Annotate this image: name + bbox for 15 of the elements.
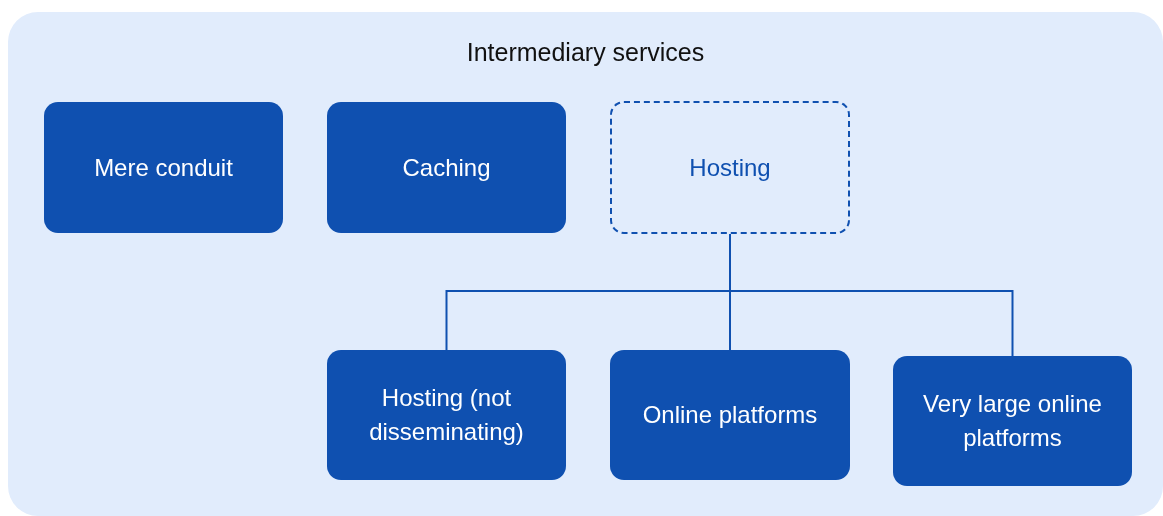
group-panel — [8, 12, 1163, 516]
box-label: Mere conduit — [94, 152, 233, 183]
category-box — [44, 102, 283, 233]
category-box — [893, 356, 1132, 486]
box-label: Very large online platforms — [922, 389, 1103, 453]
box-label: Hosting (not disseminating) — [368, 383, 525, 447]
category-box — [327, 350, 566, 480]
box-label: Hosting — [689, 152, 771, 183]
box-label: Online platforms — [642, 400, 818, 431]
connector-line — [729, 233, 1014, 357]
category-box — [327, 102, 566, 233]
box-label: Caching — [402, 152, 491, 183]
category-box — [610, 350, 850, 480]
panel-heading: Intermediary services — [465, 38, 706, 67]
dashed-category-box — [610, 101, 850, 234]
